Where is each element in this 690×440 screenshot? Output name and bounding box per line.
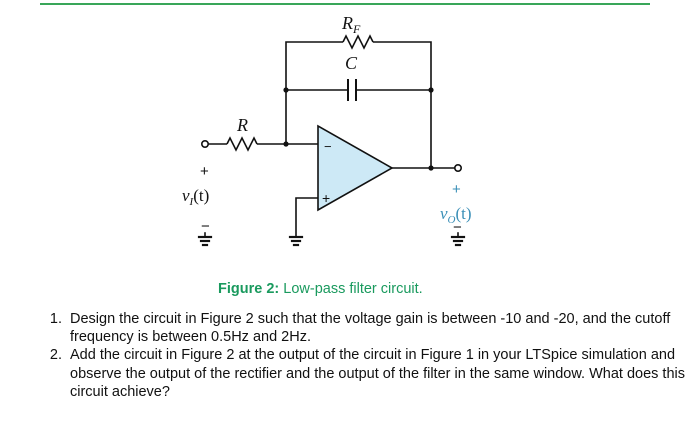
task-item: Add the circuit in Figure 2 at the outpu… [66,346,686,401]
input-minus-sign: − [201,218,210,235]
ground-symbol-output [450,232,466,247]
task-list: Design the circuit in Figure 2 such that… [40,310,686,401]
ground-symbol-input [197,232,213,247]
top-divider [40,3,650,5]
junction-dot [283,87,289,93]
output-plus-sign: + [452,181,461,198]
figure-caption: Figure 2: Low-pass filter circuit. [218,281,423,297]
junction-dot [428,87,434,93]
rf-resistor [342,34,374,50]
junction-dot [428,165,434,171]
task-item: Design the circuit in Figure 2 such that… [66,310,686,346]
r-resistor [226,136,258,152]
opamp-inverting-sign: − [324,139,332,154]
noninverting-ground-wire [295,197,318,237]
rf-branch-wire [285,41,343,144]
low-pass-filter-schematic: RF C R vI(t) vO(t) + − + − − + [182,13,472,247]
figure-caption-label: Figure 2: [218,281,280,297]
r-label: R [236,115,248,135]
opamp-noninverting-sign: + [322,190,330,206]
c-label: C [345,53,358,73]
figure-caption-text: Low-pass filter circuit. [279,281,423,297]
output-minus-sign: − [453,219,462,236]
vout-label: vO(t) [440,204,472,226]
input-plus-sign: + [200,163,209,180]
input-terminal [201,140,210,149]
rf-branch-wire-right [373,41,432,168]
rf-label: RF [341,13,361,36]
opamp [317,124,394,212]
junction-dot [283,141,289,147]
vin-label: vI(t) [182,186,209,208]
ground-symbol-opamp [288,235,304,247]
output-terminal [453,164,462,173]
